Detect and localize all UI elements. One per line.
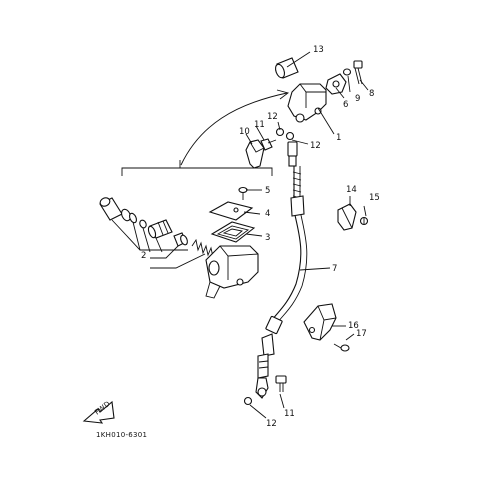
brake-hose-part — [255, 166, 308, 399]
group-line-5 — [150, 245, 179, 259]
leader-curve — [180, 92, 288, 166]
leader-lines — [243, 51, 369, 419]
label-13: 13 — [313, 45, 324, 55]
washer-9-part — [342, 68, 352, 76]
master-cylinder-body-lower-part — [205, 245, 259, 299]
union-bolt-11-lower-part — [275, 375, 287, 392]
grouping-bracket — [121, 160, 273, 176]
diagram-code: 1KH010-6301 — [96, 431, 147, 439]
switch-part — [245, 139, 265, 169]
copper-washer-12-b-part — [285, 131, 295, 141]
diaphragm-part — [210, 221, 256, 243]
hose-clamp-part — [337, 203, 357, 231]
label-4: 4 — [265, 209, 270, 219]
label-10: 10 — [239, 127, 250, 137]
seal-part — [139, 219, 147, 229]
label-2: 2 — [141, 251, 146, 261]
holder-part — [325, 73, 347, 95]
screw-5-part — [238, 186, 248, 200]
diaphragm-plate-part — [208, 201, 254, 221]
washer-part — [129, 212, 137, 224]
copper-washer-12-c-part — [243, 396, 253, 406]
cylinder-cap-part — [274, 57, 299, 79]
group-line-3 — [142, 227, 151, 253]
label-6: 6 — [343, 100, 348, 110]
bolt-15-part — [359, 216, 369, 226]
group-line-2 — [132, 221, 141, 251]
label-12-b: 12 — [310, 141, 321, 151]
circlip-part — [121, 208, 131, 222]
union-bolt-11-upper-part — [260, 138, 277, 151]
hose-guide-bracket-part — [303, 303, 337, 341]
label-14: 14 — [346, 185, 357, 195]
label-9: 9 — [355, 94, 360, 104]
bolt-17-part — [333, 343, 350, 352]
cup-part — [173, 232, 188, 247]
group-line-4 — [155, 237, 163, 253]
hose-fitting-upper-part — [287, 141, 298, 167]
label-15: 15 — [369, 193, 380, 203]
piston-part — [147, 219, 173, 239]
label-17: 17 — [356, 329, 367, 339]
label-16: 16 — [348, 321, 359, 331]
label-3: 3 — [265, 233, 270, 243]
label-12-a: 12 — [267, 112, 278, 122]
label-12-c: 12 — [266, 419, 277, 429]
label-5: 5 — [265, 186, 270, 196]
label-11-a: 11 — [254, 120, 265, 130]
master-cylinder-body-part — [287, 83, 327, 123]
forward-arrow-icon: FWD — [82, 400, 115, 424]
label-11-b: 11 — [284, 409, 295, 419]
master-cylinder-lower — [99, 186, 259, 299]
label-8: 8 — [369, 89, 374, 99]
label-1: 1 — [336, 133, 341, 143]
master-cylinder-upper — [245, 57, 363, 169]
leader-arrowhead — [276, 89, 290, 100]
label-7: 7 — [332, 264, 337, 274]
dust-boot-part — [99, 197, 123, 221]
group-line-6 — [150, 253, 206, 269]
spring-part — [191, 238, 214, 258]
